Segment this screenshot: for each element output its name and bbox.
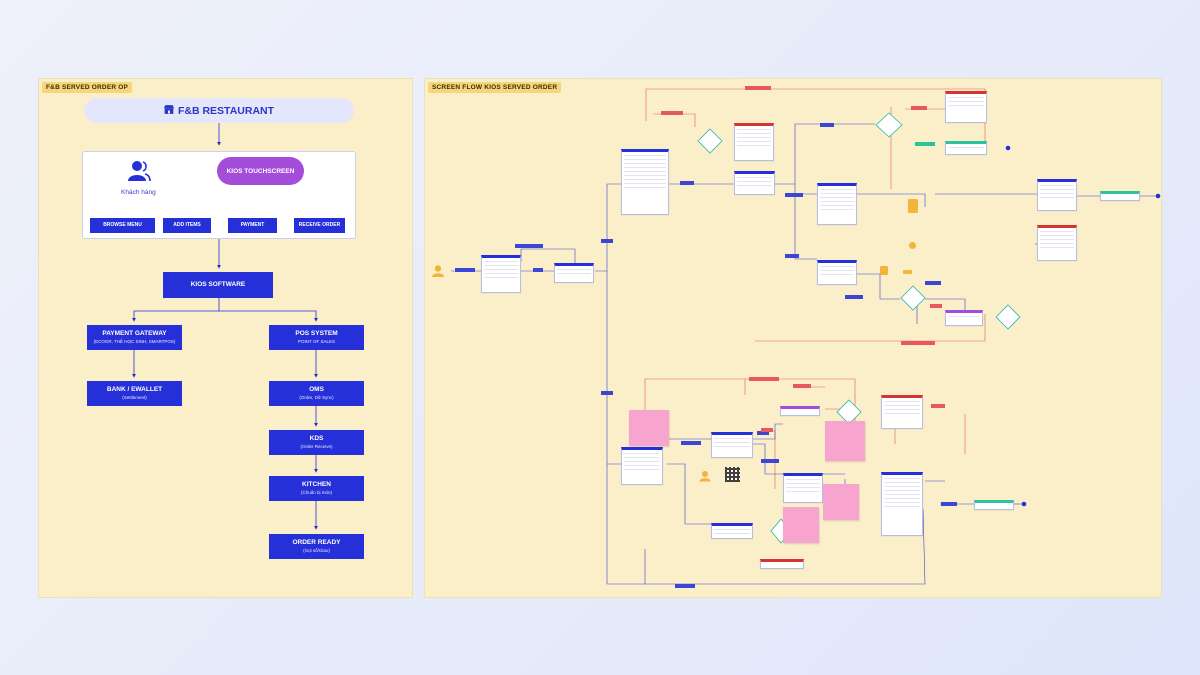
screen-card (974, 500, 1014, 510)
kds-label: KDS (309, 435, 324, 443)
screen-card (760, 559, 804, 569)
screen-card (945, 91, 987, 123)
device-icon (908, 199, 918, 213)
sticky-note (629, 410, 669, 446)
payment-gateway-node: PAYMENT GATEWAY (ECOGR, THẺ HỌC SINH, SM… (87, 325, 182, 350)
step-receive-order: RECEIVE ORDER (294, 218, 345, 233)
user-icon (699, 469, 711, 487)
order-ready-sub: (Gọi số/Giao) (303, 548, 330, 554)
pos-system-label: POS SYSTEM (295, 330, 338, 338)
kios-touchscreen-node: KIOS TOUCHSCREEN (217, 157, 304, 185)
device-icon (880, 266, 888, 275)
bank-label: BANK / EWALLET (106, 386, 163, 394)
screen-card (1037, 179, 1077, 211)
screen-card (1100, 191, 1140, 201)
screen-card (881, 395, 923, 429)
restaurant-header: F&B RESTAURANT (84, 98, 354, 123)
screen-card (881, 472, 923, 536)
screen-card (621, 447, 663, 485)
screen-card (711, 523, 753, 539)
flow-end-dot (1021, 501, 1027, 507)
step-browse-menu: BROWSE MENU (90, 218, 155, 233)
screen-card (817, 260, 857, 285)
kios-software-node: KIOS SOFTWARE (163, 272, 273, 298)
kios-software-label: KIOS SOFTWARE (190, 280, 246, 288)
user-icon (127, 159, 151, 188)
payment-gateway-sub: (ECOGR, THẺ HỌC SINH, SMARTPOS) (93, 339, 176, 345)
flowchart-decision-icon (875, 112, 903, 138)
oms-label: OMS (309, 386, 324, 394)
screen-card (711, 432, 753, 458)
sticky-note (823, 484, 859, 520)
pos-system-sub: POINT OF SALES (298, 339, 335, 345)
pos-system-node: POS SYSTEM POINT OF SALES (269, 325, 364, 350)
oms-node: OMS (Order, Dữ Sync) (269, 381, 364, 406)
step-add-items: ADD ITEMS (163, 218, 211, 233)
badge-icon (903, 270, 912, 274)
store-icon (163, 104, 174, 117)
kds-sub: (Order Receive) (300, 444, 333, 450)
screen-card (780, 406, 820, 416)
bank-node: BANK / EWALLET (Settlement) (87, 381, 182, 406)
screen-card (783, 473, 823, 503)
order-ready-node: ORDER READY (Gọi số/Giao) (269, 534, 364, 559)
customer-label: Khách hàng (121, 189, 156, 196)
screen-card (734, 171, 775, 195)
flowchart-decision-icon (697, 128, 723, 154)
kds-node: KDS (Order Receive) (269, 430, 364, 455)
qr-code-icon (725, 467, 740, 482)
user-icon (909, 242, 916, 249)
screen-card (817, 183, 857, 225)
kitchen-sub: (Chuẩn bị món) (300, 490, 332, 496)
flowchart-decision-icon (900, 285, 926, 311)
ops-board-title: F&B SERVED ORDER OP (42, 82, 133, 93)
screen-card (734, 123, 774, 161)
screen-card (554, 263, 594, 283)
step-payment: PAYMENT (228, 218, 277, 233)
screen-card (945, 310, 983, 326)
screen-card (621, 149, 669, 215)
flowchart-decision-icon (995, 304, 1021, 330)
ops-board: F&B SERVED ORDER OP F&B RESTAURANT (38, 78, 413, 598)
screen-card (481, 255, 521, 293)
screen-flow-connectors (451, 86, 1161, 588)
flow-end-dot (1155, 193, 1161, 199)
screen-card (945, 141, 987, 155)
restaurant-label: F&B RESTAURANT (177, 104, 275, 117)
screen-flow-title: SCREEN FLOW KIOS SERVED ORDER (428, 82, 562, 93)
order-ready-label: ORDER READY (292, 539, 341, 547)
screen-card (1037, 225, 1077, 261)
kitchen-label: KITCHEN (302, 481, 331, 489)
user-icon (431, 264, 445, 283)
bank-sub: (Settlement) (122, 395, 147, 401)
sticky-note (783, 507, 819, 543)
oms-sub: (Order, Dữ Sync) (299, 395, 334, 401)
payment-gateway-label: PAYMENT GATEWAY (102, 330, 167, 338)
flow-end-dot (1005, 145, 1011, 151)
screen-flow-board: SCREEN FLOW KIOS SERVED ORDER (424, 78, 1162, 598)
sticky-note (825, 421, 865, 461)
kitchen-node: KITCHEN (Chuẩn bị món) (269, 476, 364, 501)
